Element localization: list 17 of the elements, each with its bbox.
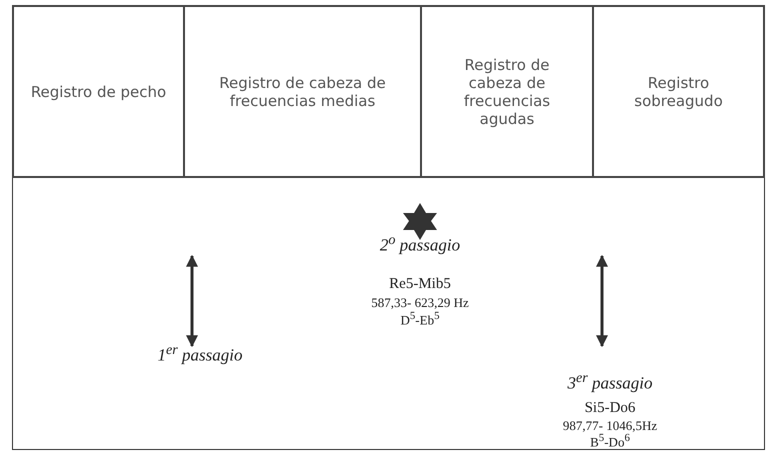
frequency-range: 587,33- 623,29 Hz bbox=[371, 295, 469, 311]
register-name: Registro de cabeza de frecuencias medias bbox=[218, 74, 387, 110]
register-box bbox=[12, 5, 185, 178]
register-box bbox=[592, 5, 765, 178]
register-box bbox=[420, 5, 594, 178]
register-name: Registro de pecho bbox=[30, 82, 166, 100]
passage-title: 2$^{o}$ passagio bbox=[380, 232, 460, 256]
passage-title: 3$^{er}$ passagio bbox=[568, 370, 652, 394]
note-range: B$^{5}$-Do$^{6}$ bbox=[590, 432, 630, 450]
register-name: Registro sobreagudo bbox=[633, 74, 724, 110]
register-name: Registro de cabeza de frecuencias agudas bbox=[462, 56, 552, 128]
note-range: Re5-Mib5 bbox=[389, 276, 451, 293]
passage-title: 1$^{er}$ passagio bbox=[158, 342, 242, 366]
note-range: D$^{5}$-Eb$^{5}$ bbox=[400, 310, 440, 328]
register-box bbox=[183, 5, 422, 178]
note-range: Si5-Do6 bbox=[584, 400, 636, 417]
frequency-range: 987,77- 1046,5Hz bbox=[562, 418, 658, 434]
